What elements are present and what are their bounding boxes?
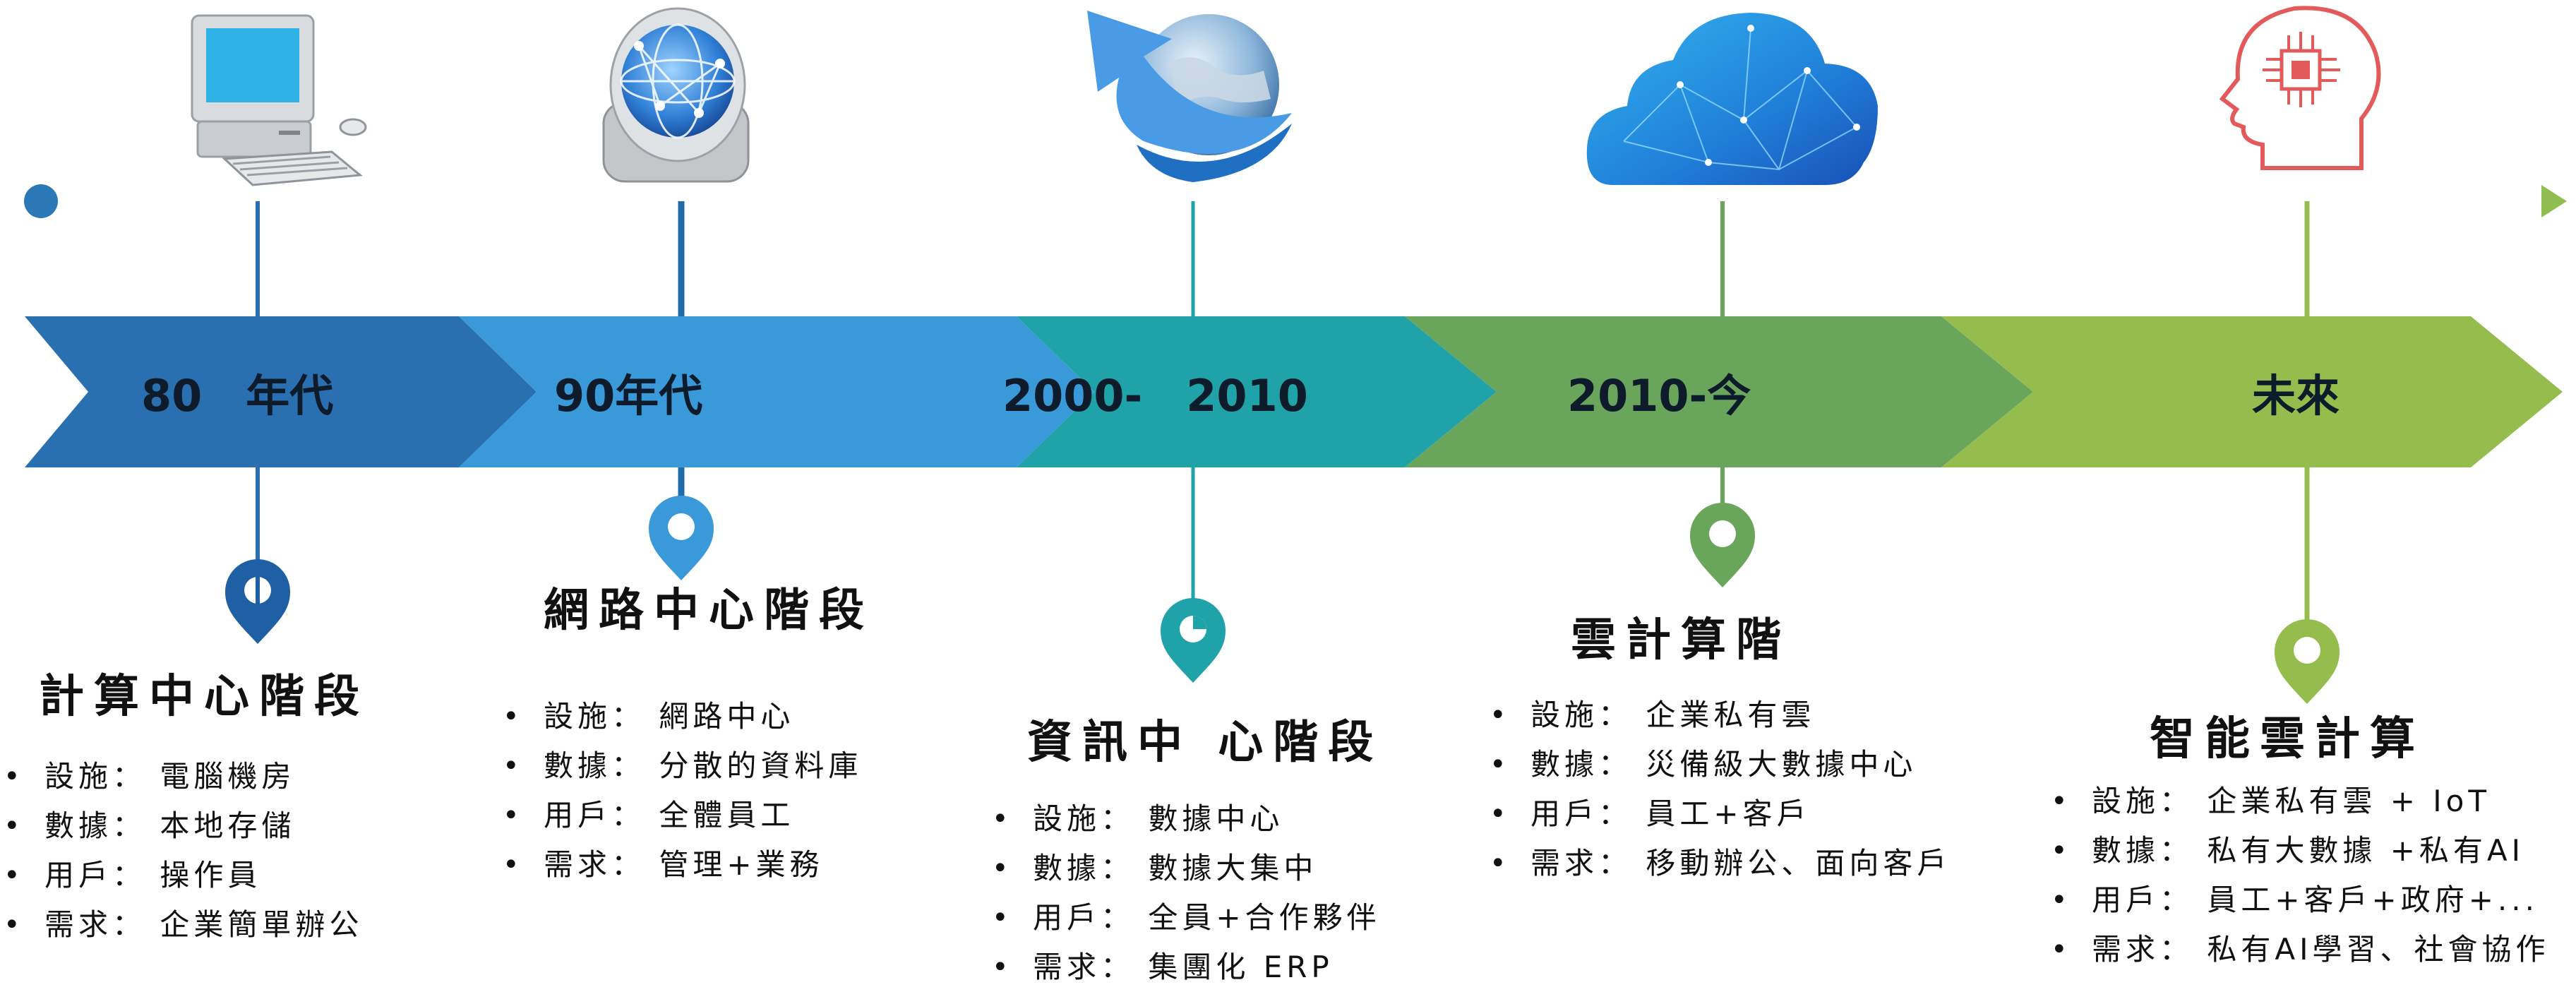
desktop-computer-icon — [191, 14, 367, 186]
timeline-start-dot — [24, 184, 58, 218]
era-label-80s: 80 年代 — [141, 370, 333, 422]
list-item: 數據： 數據大集中 — [992, 844, 1381, 893]
era-label-2010s: 2010-今 — [1567, 370, 1751, 422]
timeline-end-arrow — [2541, 185, 2567, 217]
stage-list-2000s: 設施： 數據中心 數據： 數據大集中 用戶： 全員+合作夥伴 需求： 集團化 E… — [992, 794, 1381, 992]
list-item: 設施： 企業私有雲 — [1490, 691, 1951, 740]
cloud-icon — [1586, 13, 1878, 185]
era-band-80s — [25, 316, 537, 467]
list-item: 用戶： 操作員 — [4, 851, 363, 900]
stage-title-80s: 計算中心階段 — [39, 671, 369, 723]
era-band-future — [1941, 316, 2563, 467]
list-item: 數據： 私有大數據 +私有AI — [2051, 826, 2549, 876]
list-item: 需求： 移動辦公、面向客戶 — [1490, 839, 1951, 888]
list-item: 數據： 本地存儲 — [4, 801, 363, 851]
list-item: 設施： 數據中心 — [992, 794, 1381, 844]
stage-list-90s: 設施： 網路中心 數據： 分散的資料庫 用戶： 全體員工 需求： 管理+業務 — [503, 692, 862, 890]
era-band-2010s — [1405, 316, 2033, 467]
list-item: 用戶： 全員+合作夥伴 — [992, 893, 1381, 943]
stage-title-future: 智能雲計算 — [2150, 713, 2425, 765]
era-label-90s: 90年代 — [554, 370, 702, 422]
globe-arrow-icon — [1087, 11, 1292, 182]
network-drive-icon — [602, 7, 750, 183]
stage-title-2000s: 資訊中 心階段 — [1027, 717, 1384, 769]
era-band-2000s — [1017, 316, 1497, 467]
stage-list-80s: 設施： 電腦機房 數據： 本地存儲 用戶： 操作員 需求： 企業簡單辦公 — [4, 752, 363, 950]
map-pin-90s — [649, 496, 714, 580]
list-item: 數據： 分散的資料庫 — [503, 741, 862, 791]
list-item: 用戶： 員工+客戶 — [1490, 789, 1951, 839]
map-pin-80s — [225, 559, 290, 644]
stage-list-future: 設施： 企業私有雲 + IoT 數據： 私有大數據 +私有AI 用戶： 員工+客… — [2051, 777, 2549, 974]
list-item: 需求： 私有AI學習、社會協作 — [2051, 925, 2549, 974]
list-item: 設施： 網路中心 — [503, 692, 862, 741]
era-band-90s — [459, 316, 1094, 467]
era-label-future: 未來 — [2252, 370, 2340, 422]
stage-title-2010s: 雲計算階 — [1571, 614, 1791, 667]
list-item: 需求： 管理+業務 — [503, 840, 862, 890]
list-item: 需求： 企業簡單辦公 — [4, 900, 363, 950]
ai-head-chip-icon — [2219, 6, 2381, 170]
stage-title-90s: 網路中心階段 — [544, 585, 874, 637]
map-pin-future — [2275, 619, 2340, 704]
map-pin-2010s — [1690, 503, 1755, 587]
list-item: 用戶： 全體員工 — [503, 791, 862, 840]
list-item: 設施： 電腦機房 — [4, 752, 363, 801]
era-label-2000s: 2000- 2010 — [1002, 370, 1308, 422]
list-item: 設施： 企業私有雲 + IoT — [2051, 777, 2549, 826]
list-item: 數據： 災備級大數據中心 — [1490, 740, 1951, 789]
stage-list-2010s: 設施： 企業私有雲 數據： 災備級大數據中心 用戶： 員工+客戶 需求： 移動辦… — [1490, 691, 1951, 888]
list-item: 需求： 集團化 ERP — [992, 943, 1381, 992]
list-item: 用戶： 員工+客戶+政府+... — [2051, 876, 2549, 925]
map-pin-2000s — [1161, 598, 1226, 683]
